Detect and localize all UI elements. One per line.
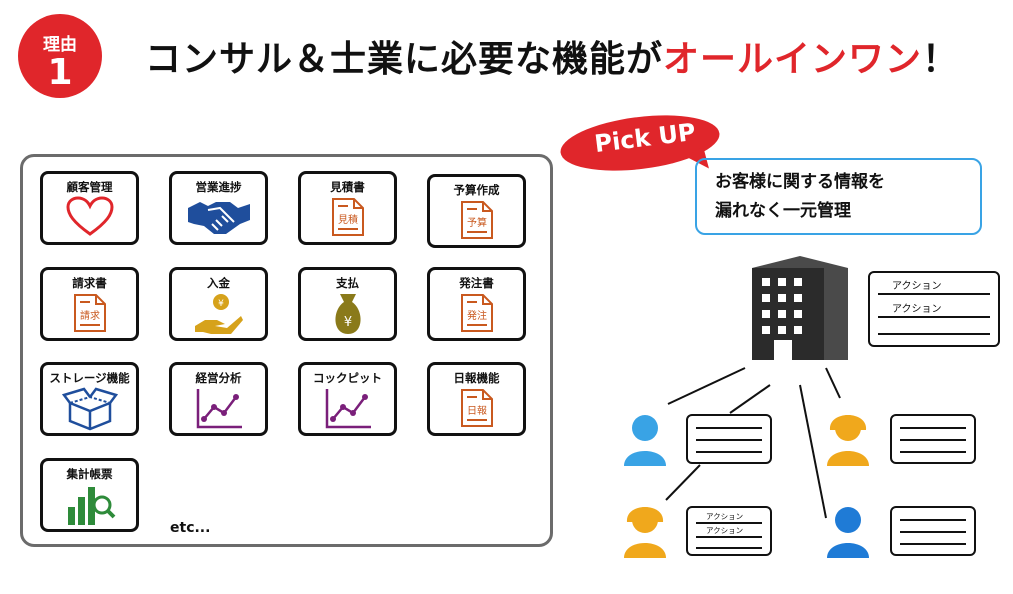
headline-text: コンサル＆士業に必要な機能が (145, 39, 664, 80)
money-bag-icon: ¥ (334, 294, 361, 334)
line-chart-icon (196, 389, 242, 429)
feature-label: 顧客管理 (66, 180, 113, 194)
box-icon (61, 387, 118, 431)
person-record-card (890, 414, 976, 464)
person-record-card (686, 414, 772, 464)
headline-highlight: オールインワン (663, 39, 923, 80)
action-card: アクション アクション (868, 271, 1000, 347)
etc-label: etc... (170, 520, 211, 536)
pickup-info-line2: 漏れなく一元管理 (715, 201, 851, 221)
person-record-card: アクション アクション (686, 506, 772, 556)
document-label: 請求 (80, 309, 100, 322)
feature-label: 予算作成 (453, 183, 500, 197)
feature-tile-budget[interactable]: 予算作成 予算 (427, 174, 526, 248)
document-icon: 発注 (460, 294, 493, 332)
feature-tile-daily-report[interactable]: 日報機能 日報 (427, 362, 526, 436)
feature-tile-sales-progress[interactable]: 営業進捗 (169, 171, 268, 245)
person-record-card (890, 506, 976, 556)
feature-tile-payment[interactable]: 支払 ¥ (298, 267, 397, 341)
svg-text:¥: ¥ (218, 299, 224, 309)
reason-badge: 理由 1 (18, 14, 102, 98)
pickup-info-box: お客様に関する情報を 漏れなく一元管理 (695, 158, 982, 235)
coin-hand-icon: ¥ (194, 294, 243, 334)
feature-tile-invoice[interactable]: 請求書 請求 (40, 267, 139, 341)
person-icon-blue (624, 415, 666, 466)
feature-tile-management-analysis[interactable]: 経営分析 (169, 362, 268, 436)
feature-tile-storage[interactable]: ストレージ機能 (40, 362, 139, 436)
person-icon-orange (624, 507, 666, 558)
action-label: アクション (892, 281, 942, 292)
feature-label: 日報機能 (453, 371, 500, 385)
action-label: アクション (706, 512, 744, 521)
feature-label: 入金 (207, 276, 230, 290)
feature-tile-cockpit[interactable]: コックピット (298, 362, 397, 436)
feature-label: 営業進捗 (195, 180, 242, 194)
feature-tile-estimate[interactable]: 見積書 見積 (298, 171, 397, 245)
document-label: 見積 (338, 213, 358, 226)
document-icon: 予算 (460, 201, 493, 239)
action-label: アクション (706, 526, 744, 535)
line-chart-icon (325, 389, 371, 429)
building-icon (752, 256, 848, 360)
document-label: 発注 (467, 309, 487, 322)
bar-chart-search-icon (67, 487, 115, 525)
feature-label: ストレージ機能 (49, 371, 130, 385)
feature-label: 支払 (336, 276, 359, 290)
headline: コンサル＆士業に必要な機能がオールインワン！ (145, 30, 959, 82)
document-icon: 請求 (73, 294, 106, 332)
feature-tile-purchase-order[interactable]: 発注書 発注 (427, 267, 526, 341)
person-icon-orange (827, 415, 869, 466)
feature-label: 見積書 (330, 180, 365, 194)
person-icon-blue (827, 507, 869, 558)
feature-label: 集計帳票 (66, 467, 113, 481)
action-label: アクション (892, 304, 942, 315)
headline-exclamation: ！ (922, 39, 960, 80)
pickup-info-line1: お客様に関する情報を (715, 172, 885, 192)
document-label: 予算 (467, 216, 487, 229)
feature-panel (20, 154, 553, 547)
handshake-icon (187, 202, 250, 234)
document-label: 日報 (467, 405, 487, 417)
badge-number: 1 (47, 52, 73, 93)
feature-tile-customer-management[interactable]: 顧客管理 (40, 171, 139, 245)
heart-icon (65, 196, 114, 236)
feature-label: 経営分析 (195, 371, 242, 385)
feature-label: 発注書 (459, 276, 494, 290)
feature-tile-deposit[interactable]: 入金 ¥ (169, 267, 268, 341)
feature-tile-aggregate-report[interactable]: 集計帳票 (40, 458, 139, 532)
feature-label: コックピット (313, 371, 382, 385)
svg-text:¥: ¥ (343, 315, 351, 330)
document-icon: 見積 (331, 198, 364, 236)
badge-label: 理由 (43, 35, 77, 55)
feature-label: 請求書 (72, 276, 107, 290)
document-icon: 日報 (460, 389, 493, 427)
